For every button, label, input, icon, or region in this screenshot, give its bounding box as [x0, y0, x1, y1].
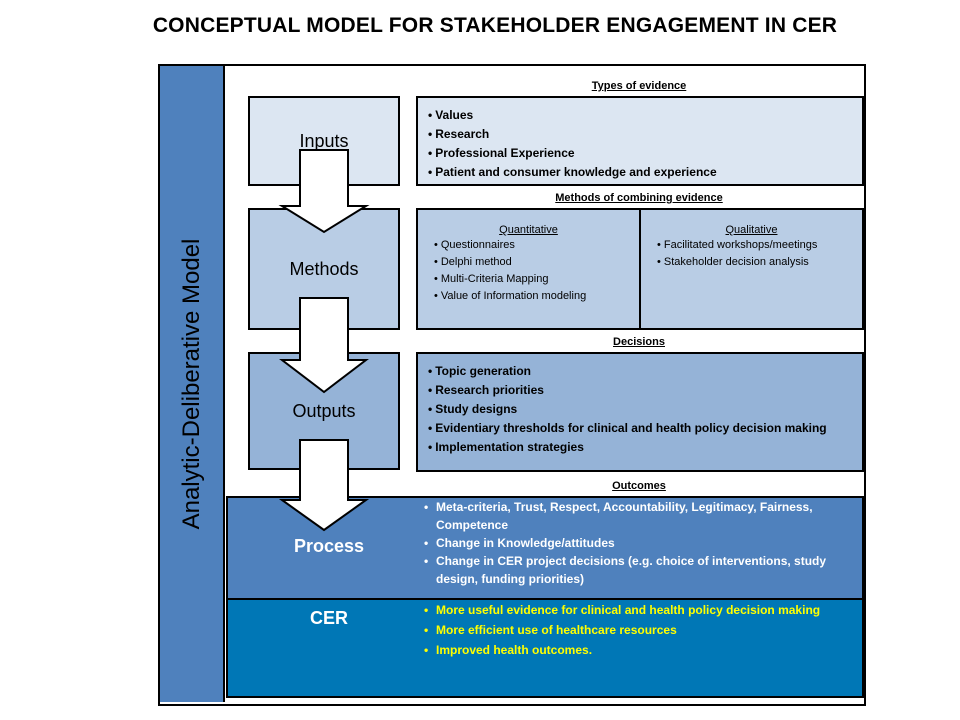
cer-list: More useful evidence for clinical and he…	[424, 600, 856, 660]
process-label: Process	[294, 536, 365, 556]
quantitative-item: Questionnaires	[418, 237, 639, 254]
cer-label: CER	[310, 608, 349, 628]
process-list: Meta-criteria, Trust, Respect, Accountab…	[424, 498, 856, 588]
diagram-title: CONCEPTUAL MODEL FOR STAKEHOLDER ENGAGEM…	[152, 14, 838, 37]
quantitative-column: Quantitative Questionnaires Delphi metho…	[418, 210, 639, 328]
qualitative-heading: Qualitative	[725, 224, 778, 236]
model-frame	[158, 64, 866, 706]
decisions-label: Decisions	[613, 336, 665, 348]
outcomes-label: Outcomes	[612, 480, 666, 492]
evidence-item: Values	[428, 106, 862, 125]
qualitative-column: Qualitative Facilitated workshops/meetin…	[639, 210, 862, 328]
step-inputs: Inputs	[248, 96, 400, 186]
cer-item: More efficient use of healthcare resourc…	[424, 620, 856, 640]
decision-item: Study designs	[428, 400, 844, 419]
decision-item: Evidentiary thresholds for clinical and …	[428, 419, 844, 438]
evidence-box: Values Research Professional Experience …	[416, 96, 864, 186]
evidence-item: Professional Experience	[428, 144, 862, 163]
side-label: Analytic-Deliberative Model	[177, 238, 205, 530]
cer-item: More useful evidence for clinical and he…	[424, 600, 856, 620]
quantitative-item: Multi-Criteria Mapping	[418, 271, 639, 288]
evidence-label: Types of evidence	[591, 80, 687, 92]
quantitative-item: Value of Information modeling	[418, 288, 639, 305]
decision-item: Topic generation	[428, 362, 844, 381]
process-item: Meta-criteria, Trust, Respect, Accountab…	[424, 498, 856, 534]
process-item: Change in CER project decisions (e.g. ch…	[424, 552, 856, 588]
decision-item: Implementation strategies	[428, 438, 844, 457]
step-outputs: Outputs	[248, 352, 400, 470]
evidence-item: Research	[428, 125, 862, 144]
step-methods: Methods	[248, 208, 400, 330]
process-item: Change in Knowledge/attitudes	[424, 534, 856, 552]
evidence-item: Patient and consumer knowledge and exper…	[428, 163, 862, 182]
decisions-box: Topic generation Research priorities Stu…	[416, 352, 864, 472]
methods-box: Quantitative Questionnaires Delphi metho…	[416, 208, 864, 330]
decision-item: Research priorities	[428, 381, 844, 400]
methods-label: Methods of combining evidence	[555, 192, 723, 204]
qualitative-item: Facilitated workshops/meetings	[641, 237, 854, 254]
quantitative-item: Delphi method	[418, 254, 639, 271]
quantitative-heading: Quantitative	[499, 224, 558, 236]
qualitative-item: Stakeholder decision analysis	[641, 254, 854, 271]
side-bar	[160, 66, 225, 702]
cer-item: Improved health outcomes.	[424, 640, 856, 660]
